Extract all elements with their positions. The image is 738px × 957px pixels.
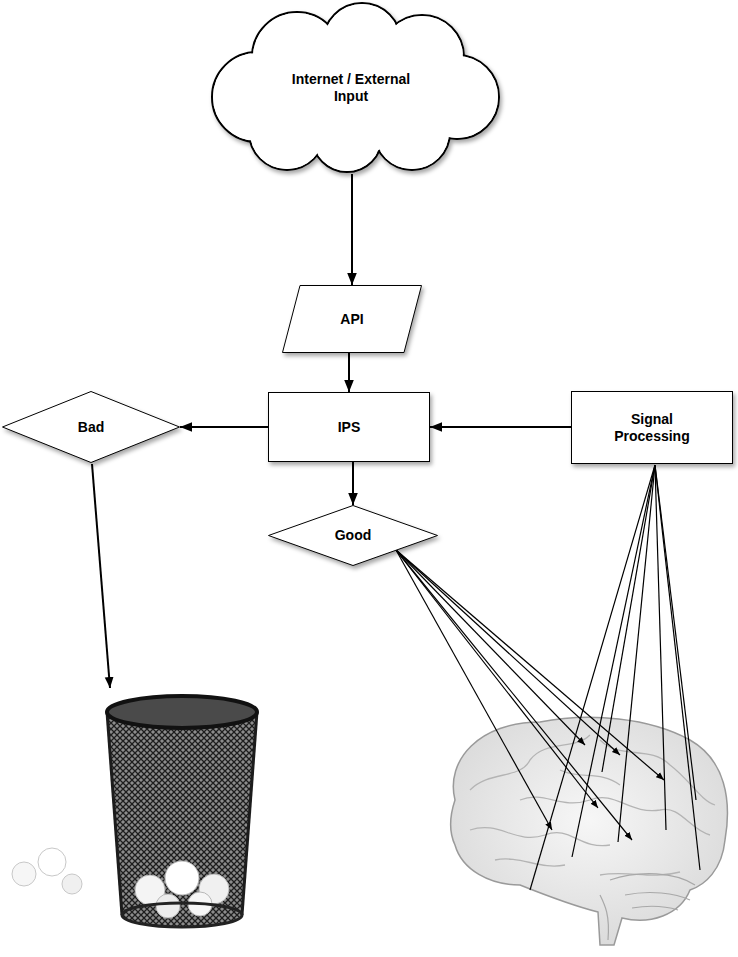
- paper-ball: [165, 861, 199, 895]
- signal-line: [618, 465, 655, 842]
- node-label: API: [340, 311, 363, 328]
- decision-diamond: Good: [268, 505, 438, 566]
- flow-arrow: [352, 462, 354, 505]
- trash-can-rim: [107, 696, 257, 728]
- flow-arrow: [430, 426, 571, 428]
- trash-can-edge: [107, 712, 122, 915]
- node-text: API: [340, 311, 363, 328]
- trash-can: [107, 696, 257, 927]
- box-outline: [269, 393, 430, 462]
- io-parallelogram: API: [282, 285, 422, 353]
- process-box: IPS: [268, 392, 430, 462]
- diamond-outline: [269, 506, 438, 566]
- brain-outline: [450, 717, 727, 945]
- node-text: IPS: [338, 419, 361, 436]
- paper-balls: [12, 848, 82, 894]
- node-text: Good: [335, 527, 372, 544]
- node-label: Good: [335, 527, 372, 544]
- brain-stem: [600, 895, 608, 940]
- flow-arrow: [348, 353, 350, 392]
- signal-lines: [530, 465, 700, 890]
- brain-gyri: [470, 735, 715, 875]
- output-arrow: [396, 550, 552, 830]
- cerebellum: [610, 874, 695, 910]
- source-cloud: Internet / External Input: [197, 2, 505, 174]
- output-arrow: [396, 550, 620, 755]
- brain: [450, 717, 727, 945]
- node-text: Signal Processing: [605, 411, 700, 445]
- trash-can-base: [122, 903, 242, 927]
- discard-arrow: [92, 464, 110, 688]
- signal-line: [655, 465, 700, 870]
- parallelogram-outline: [283, 286, 422, 353]
- flow-arrow: [180, 426, 268, 428]
- signal-line: [572, 465, 655, 857]
- output-arrow: [396, 550, 598, 808]
- flow-arrow: [351, 174, 353, 285]
- process-box: Signal Processing: [571, 391, 733, 464]
- good-output-lines: [396, 550, 664, 840]
- paper-ball: [156, 894, 180, 918]
- trash-can-inside: [107, 696, 257, 728]
- node-text: Internet / External Input: [276, 71, 426, 105]
- node-label: Signal Processing: [605, 411, 700, 445]
- trash-can-edge: [242, 712, 257, 915]
- signal-line: [530, 465, 655, 890]
- paper-ball: [62, 874, 82, 894]
- diamond-outline: [3, 392, 180, 463]
- node-label: Bad: [78, 419, 104, 436]
- node-label: Internet / External Input: [276, 71, 426, 105]
- node-label: IPS: [338, 419, 361, 436]
- signal-line: [602, 465, 655, 772]
- box-outline: [572, 392, 733, 464]
- output-arrow: [396, 550, 585, 745]
- output-arrow: [396, 550, 664, 780]
- trash-can-mesh: [107, 712, 257, 927]
- output-arrow: [396, 550, 632, 840]
- decision-diamond: Bad: [2, 391, 180, 463]
- paper-ball: [38, 848, 66, 876]
- node-text: Bad: [78, 419, 104, 436]
- paper-ball: [12, 862, 36, 886]
